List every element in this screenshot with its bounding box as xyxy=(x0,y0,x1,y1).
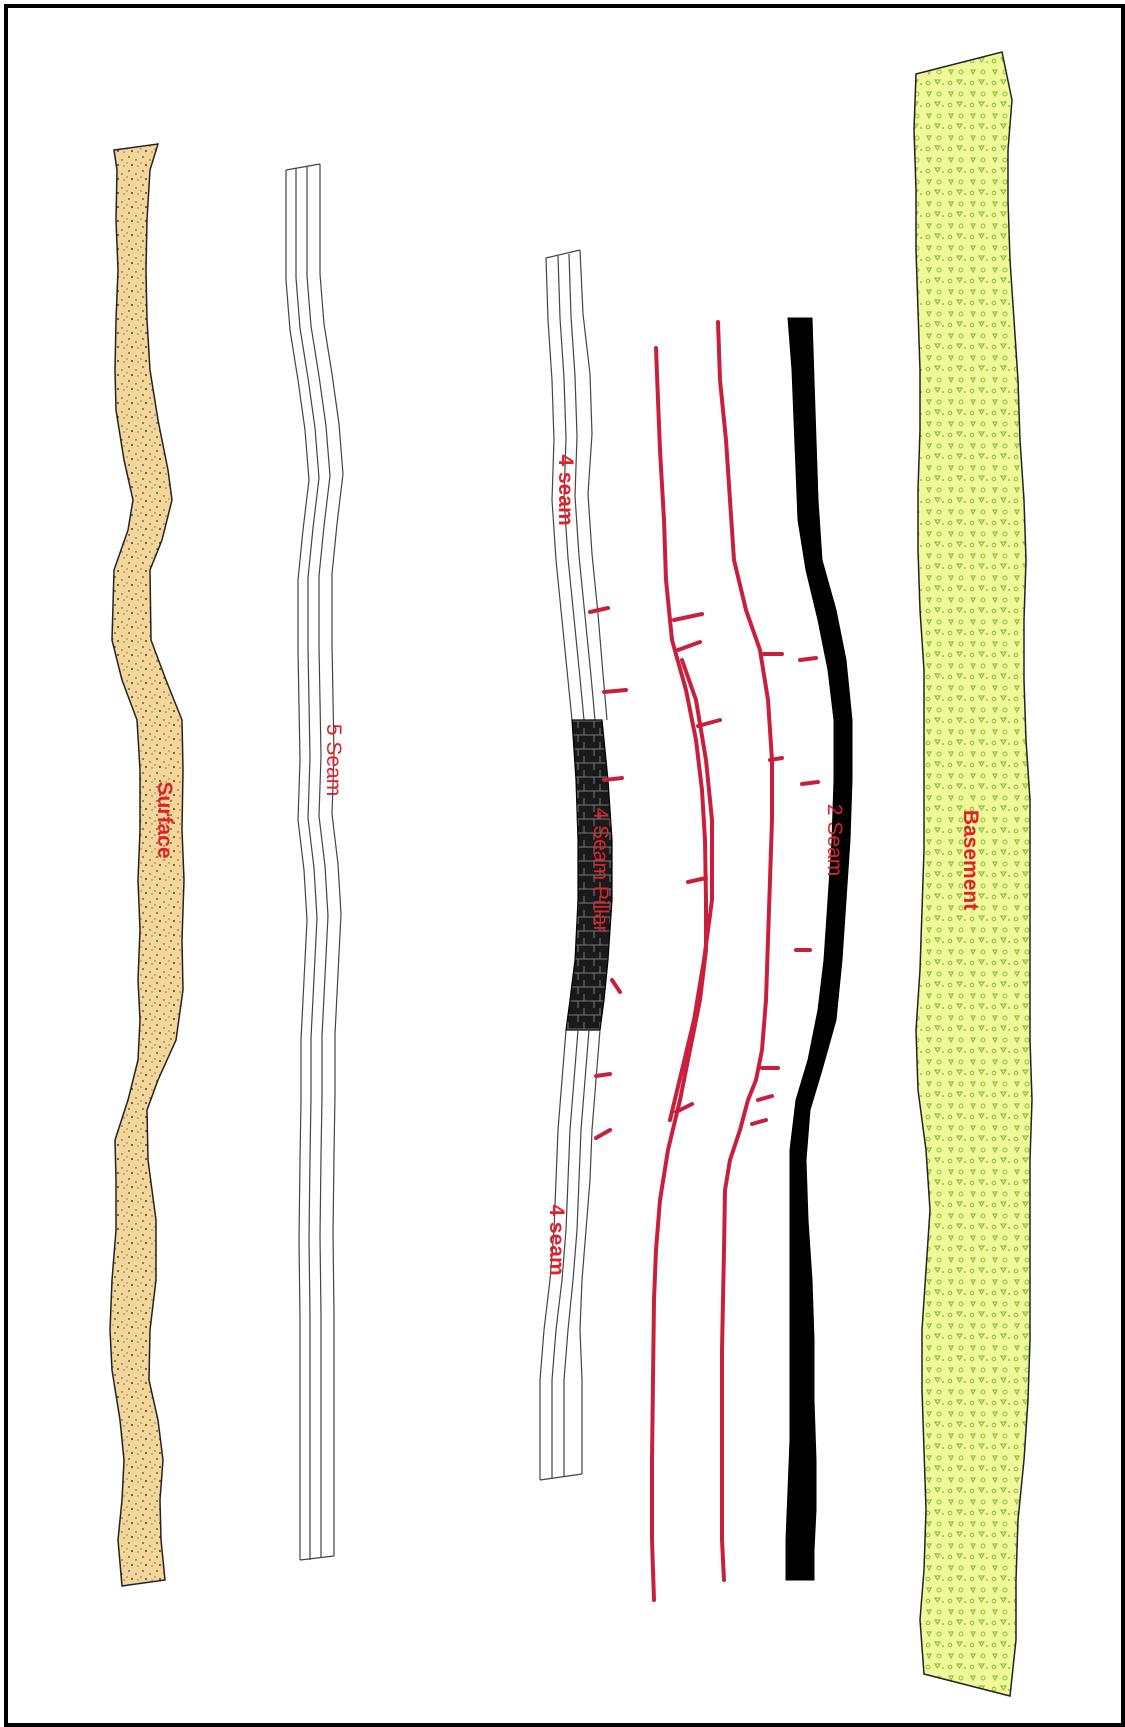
surface-layer xyxy=(110,144,184,1586)
label-5-seam: 5 Seam xyxy=(322,724,345,796)
label-4-seam-upper: 4 seam xyxy=(554,454,577,525)
label-4-seam-pillar: 4 Seam Pillar xyxy=(589,808,612,933)
red-fault-lines xyxy=(652,322,772,1600)
seam-5-layer xyxy=(286,164,343,1560)
label-4-seam-lower: 4 seam xyxy=(545,1204,568,1275)
label-surface: Surface xyxy=(153,781,176,858)
label-basement: Basement xyxy=(959,810,982,910)
label-2-seam: 2 Seam xyxy=(823,804,846,876)
